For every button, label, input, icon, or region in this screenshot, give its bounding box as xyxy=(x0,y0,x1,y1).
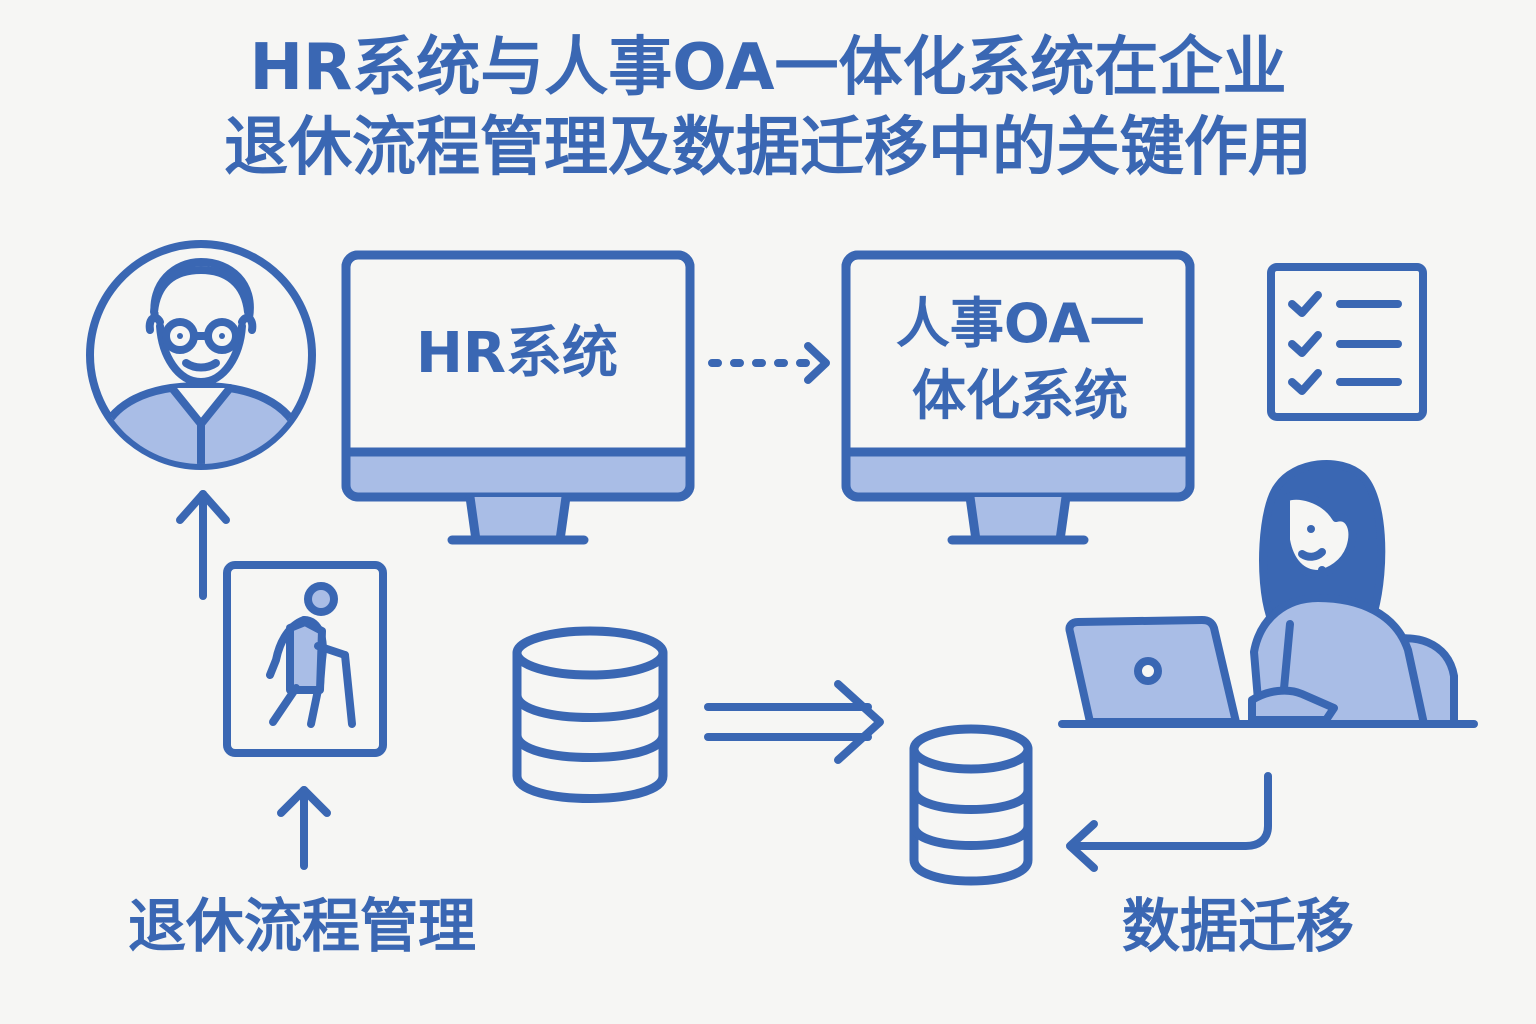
return-arrow-to-database xyxy=(1066,772,1272,872)
page-title: HR系统与人事OA一体化系统在企业 退休流程管理及数据迁移中的关键作用 xyxy=(0,28,1536,188)
hr-monitor-icon xyxy=(341,250,695,545)
checklist-icon xyxy=(1267,263,1427,421)
title-line-2: 退休流程管理及数据迁移中的关键作用 xyxy=(224,111,1312,185)
oa-monitor-icon xyxy=(841,250,1195,545)
woman-with-laptop-icon xyxy=(1058,460,1478,728)
database-right-icon xyxy=(909,724,1033,886)
walking-elderly-icon xyxy=(223,561,387,757)
double-arrow-to-database xyxy=(704,680,884,764)
elderly-avatar-icon xyxy=(86,240,316,470)
arrow-up-to-avatar xyxy=(176,490,230,600)
arrow-up-from-retirement-label xyxy=(277,786,331,870)
title-line-1: HR系统与人事OA一体化系统在企业 xyxy=(249,31,1287,105)
database-left-icon xyxy=(512,626,668,803)
dotted-arrow-to-oa xyxy=(708,342,830,384)
